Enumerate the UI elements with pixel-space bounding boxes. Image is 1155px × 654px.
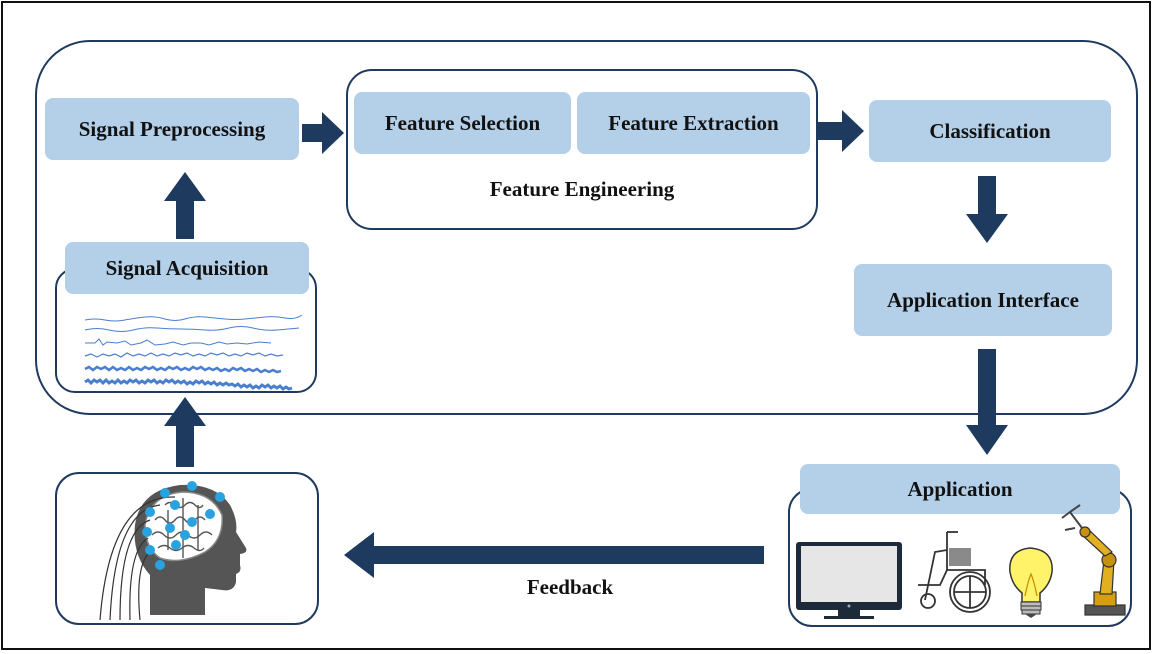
robot-arm-icon [1061,504,1126,616]
feature-selection-box: Feature Selection [354,92,571,154]
arrow-acquisition-to-preprocessing [164,172,206,239]
lightbulb-icon [1009,547,1053,618]
arrow-features-to-classification [818,110,864,152]
processing-loop-container [35,40,1138,415]
monitor-icon [796,542,902,619]
feature-engineering-label: Feature Engineering [489,177,675,201]
wheelchair-icon [918,531,991,613]
signal-acquisition-box: Signal Acquisition [65,242,309,294]
arrow-preprocessing-to-features [302,112,344,154]
arrow-interface-to-application [966,349,1008,455]
head-eeg-icon [99,481,247,621]
classification-box: Classification [869,100,1111,162]
eeg-signal-traces [84,314,303,391]
signal-preprocessing-box: Signal Preprocessing [45,98,299,160]
feedback-label: Feedback [526,575,614,599]
application-interface-box: Application Interface [854,264,1112,336]
arrow-classification-to-interface [966,176,1008,243]
arrow-feedback [344,532,764,578]
feature-extraction-box: Feature Extraction [577,92,810,154]
application-box: Application [800,464,1120,514]
arrow-brain-to-acquisition [164,397,206,467]
